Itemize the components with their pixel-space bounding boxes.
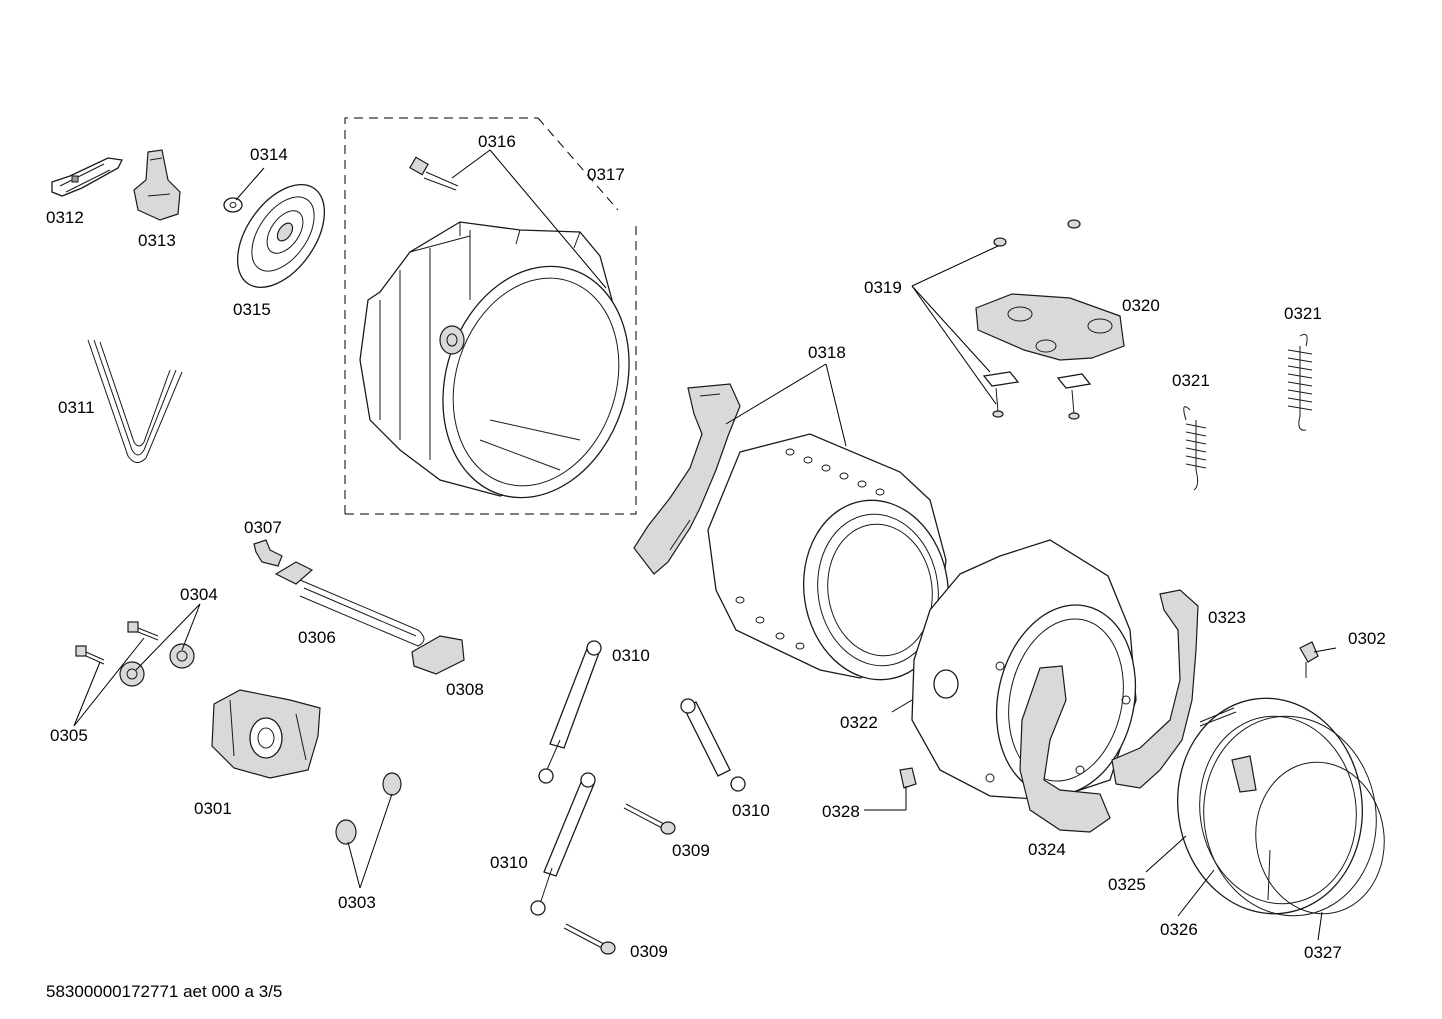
label-0310-c: 0310 — [490, 853, 528, 872]
label-0328: 0328 — [822, 802, 860, 821]
part-0317-rear-tub — [359, 221, 630, 499]
part-0301-motor — [211, 689, 321, 779]
label-0307: 0307 — [244, 518, 282, 537]
label-0305: 0305 — [50, 726, 88, 745]
label-0306: 0306 — [298, 628, 336, 647]
part-0312-bracket — [51, 157, 123, 197]
part-0314-washer — [223, 197, 243, 213]
document-footer-code: 58300000172771 aet 000 a 3/5 — [46, 982, 283, 1001]
label-0313: 0313 — [138, 231, 176, 250]
label-0312: 0312 — [46, 208, 84, 227]
group-0317-boundary — [344, 117, 637, 515]
label-0316: 0316 — [478, 132, 516, 151]
part-0311-belt — [87, 339, 183, 463]
label-0309-b: 0309 — [630, 942, 668, 961]
part-0327-clamp-ring — [1255, 761, 1385, 915]
part-0303-feet — [335, 772, 402, 845]
part-0310-shock-b — [530, 772, 596, 916]
label-0302: 0302 — [1348, 629, 1386, 648]
part-0328-clip — [899, 767, 917, 789]
label-0326: 0326 — [1160, 920, 1198, 939]
label-0327: 0327 — [1304, 943, 1342, 962]
label-0321-a: 0321 — [1284, 304, 1322, 323]
label-0320: 0320 — [1122, 296, 1160, 315]
label-0314: 0314 — [250, 145, 288, 164]
label-0321-b: 0321 — [1172, 371, 1210, 390]
part-0309-bolt-b — [563, 923, 616, 955]
part-0326-clamp-spring — [1199, 707, 1271, 901]
part-0320-counterweight — [975, 293, 1125, 361]
label-0309-a: 0309 — [672, 841, 710, 860]
part-0313-clip — [133, 149, 181, 221]
label-0324: 0324 — [1028, 840, 1066, 859]
label-0308: 0308 — [446, 680, 484, 699]
part-0309-bolt-a — [623, 803, 676, 835]
part-0307-sensor — [253, 539, 283, 567]
part-0316-screw — [409, 156, 459, 191]
label-0315: 0315 — [233, 300, 271, 319]
part-0321-spring-b — [1287, 333, 1313, 431]
part-0325-door-seal — [1177, 697, 1377, 917]
part-0324-front-weight — [1019, 665, 1111, 833]
part-0323-upper-weight — [1111, 589, 1199, 789]
part-0304-bushings — [119, 643, 195, 687]
part-0310-shock-a — [538, 640, 602, 784]
part-0308-holder — [411, 635, 465, 675]
part-0305-bolts — [75, 621, 159, 665]
part-0315-pulley — [236, 183, 326, 289]
leader-lines — [73, 149, 1337, 941]
label-0319: 0319 — [864, 278, 902, 297]
part-0310-shock-c — [680, 698, 746, 792]
label-0322: 0322 — [840, 713, 878, 732]
label-0310-b: 0310 — [732, 801, 770, 820]
part-0321-spring-a — [1183, 406, 1207, 491]
label-0310-a: 0310 — [612, 646, 650, 665]
label-0323: 0323 — [1208, 608, 1246, 627]
label-0301: 0301 — [194, 799, 232, 818]
label-0303: 0303 — [338, 893, 376, 912]
part-0318-drum — [633, 383, 950, 681]
label-0318: 0318 — [808, 343, 846, 362]
label-0317: 0317 — [587, 165, 625, 184]
label-0325: 0325 — [1108, 875, 1146, 894]
part-0302-connector — [1299, 641, 1319, 678]
part-0319-fasteners — [982, 219, 1092, 420]
label-0304: 0304 — [180, 585, 218, 604]
label-0311: 0311 — [58, 398, 95, 417]
part-0306-heater — [274, 561, 425, 647]
